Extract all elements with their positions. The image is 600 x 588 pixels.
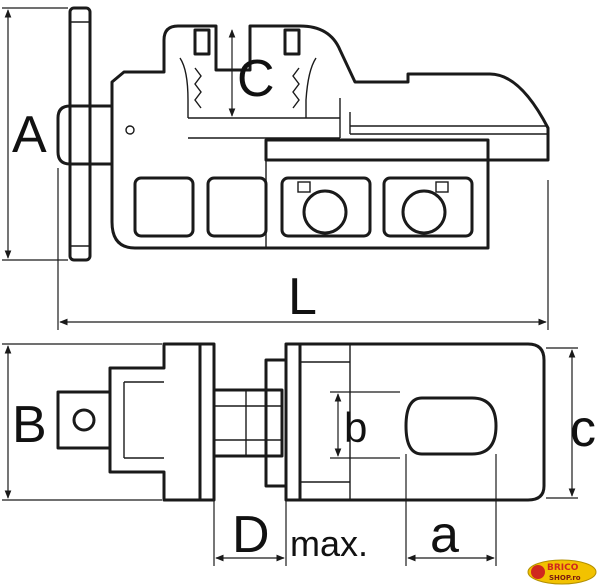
dimension-a: a [405,454,497,566]
dimension-b: b [330,391,400,459]
handle-hole [72,408,96,432]
label-c: c [570,400,596,458]
handle-bar [68,6,92,262]
moving-jaw-insert [283,28,301,56]
dimension-C: C [228,29,275,117]
base-slot-4 [382,176,474,238]
label-b: b [344,404,367,451]
dimension-A: A [2,7,68,261]
dimension-L: L [57,168,549,330]
bolt-right [401,189,447,235]
logo-top-text: BRICO [547,563,579,573]
fixed-jaw-insert [193,28,211,56]
top-view [56,342,546,502]
bricoshop-logo: BRICO SHOP.ro [527,559,597,585]
label-max: max. [290,523,368,564]
label-D: D [232,506,270,564]
slot-a [404,396,498,456]
slide-body [298,342,546,502]
slide-rail [264,138,490,162]
spindle [212,388,284,458]
label-A: A [12,106,47,164]
jaw-teeth-right [292,67,300,109]
pin-hole [125,125,135,135]
dimension-c: c [546,347,596,499]
jaw-teeth-left [194,67,202,109]
base-slot-2 [206,176,268,238]
label-C: C [237,50,275,108]
dimension-B: B [2,343,162,501]
bolt-left [302,189,348,235]
dimension-D: D max. [213,458,368,566]
handle-end [56,390,112,450]
side-view [56,6,550,262]
label-a: a [430,506,459,564]
base-slot-3 [280,176,372,238]
handle-hub [56,104,114,166]
label-L: L [288,268,317,326]
vise-body [110,24,550,250]
label-B: B [12,396,47,454]
logo-bottom-text: SHOP.ro [549,574,581,582]
base-slot-1 [133,176,195,238]
